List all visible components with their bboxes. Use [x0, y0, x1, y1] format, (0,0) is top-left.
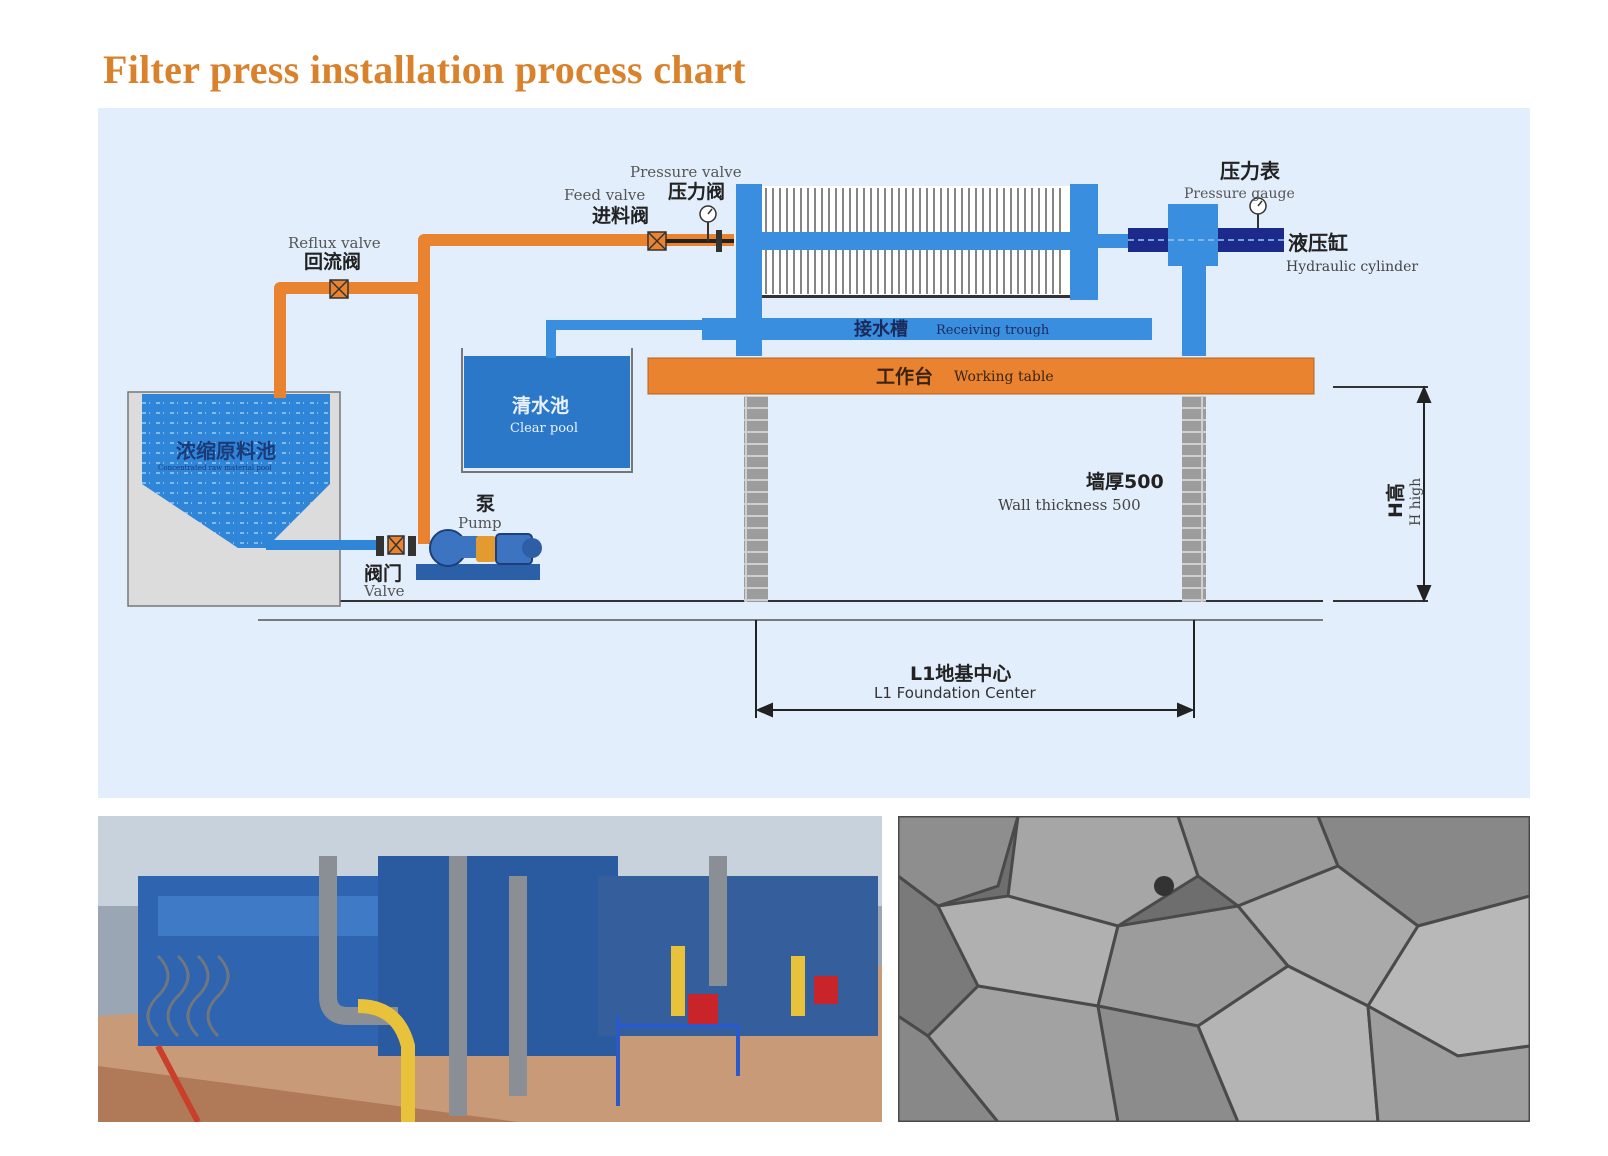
process-diagram-drawing: 浓缩原料池 Concentrated raw material pool Ref…	[127, 159, 1432, 718]
clear-pool-cn: 清水池	[512, 394, 569, 417]
receiving-trough-en: Receiving trough	[936, 323, 1050, 338]
industrial-filter-press-plant-photo	[98, 816, 882, 1122]
concentrate-pool-cn: 浓缩原料池	[176, 439, 276, 463]
concentrate-pool-en: Concentrated raw material pool	[158, 464, 272, 472]
filter-press	[736, 184, 1218, 356]
feed-valve-icon	[647, 231, 667, 251]
working-table	[647, 357, 1315, 395]
foundation-dimension	[755, 620, 1195, 718]
feed-valve-en: Feed valve	[564, 186, 645, 204]
process-diagram: 浓缩原料池 Concentrated raw material pool Ref…	[98, 108, 1530, 798]
pressure-gauge-cn: 压力表	[1220, 159, 1281, 183]
pressure-gauge-en: Pressure gauge	[1184, 186, 1295, 202]
receiving-trough	[546, 318, 1152, 358]
foundation-cn: L1地基中心	[910, 662, 1011, 685]
height-dimension	[1416, 385, 1432, 603]
feed-valve-cn: 进料阀	[592, 204, 649, 227]
wall-thickness-cn: 墙厚500	[1086, 470, 1164, 493]
working-table-en: Working table	[954, 369, 1054, 385]
hydraulic-cylinder-en: Hydraulic cylinder	[1286, 259, 1418, 275]
hydraulic-cylinder-cn: 液压缸	[1288, 231, 1348, 255]
pressure-gauge-icon	[1249, 197, 1267, 228]
concentrate-pool	[127, 391, 341, 607]
clear-pool	[461, 348, 633, 473]
wall-thickness-en: Wall thickness 500	[998, 496, 1141, 514]
reflux-valve-en: Reflux valve	[288, 234, 381, 252]
feed-pipeline	[274, 234, 734, 544]
pump-valve-icon	[376, 535, 416, 556]
reflux-valve-icon	[329, 279, 349, 299]
right-wall	[1182, 396, 1206, 602]
pressure-valve-en: Pressure valve	[630, 163, 742, 181]
pump-en: Pump	[458, 514, 502, 532]
page-title: Filter press installation process chart	[103, 47, 746, 92]
reflux-valve-cn: 回流阀	[304, 250, 361, 273]
valve-en: Valve	[363, 582, 405, 600]
clear-pool-en: Clear pool	[510, 421, 578, 436]
left-wall	[744, 396, 768, 602]
pump-cn: 泵	[476, 493, 495, 515]
pump-icon	[416, 529, 542, 580]
filter-cake-pieces-photo	[898, 816, 1530, 1122]
pressure-valve-icon	[666, 205, 734, 252]
pressure-valve-cn: 压力阀	[668, 180, 725, 203]
height-cn: H高	[1384, 483, 1407, 518]
height-en: H high	[1408, 478, 1424, 526]
foundation-en: L1 Foundation Center	[874, 684, 1036, 702]
working-table-cn: 工作台	[876, 365, 933, 388]
receiving-trough-cn: 接水槽	[854, 318, 908, 340]
suction-pipe	[266, 540, 384, 550]
valve-cn: 阀门	[364, 562, 402, 585]
hydraulic-cylinder-icon	[1128, 228, 1284, 252]
